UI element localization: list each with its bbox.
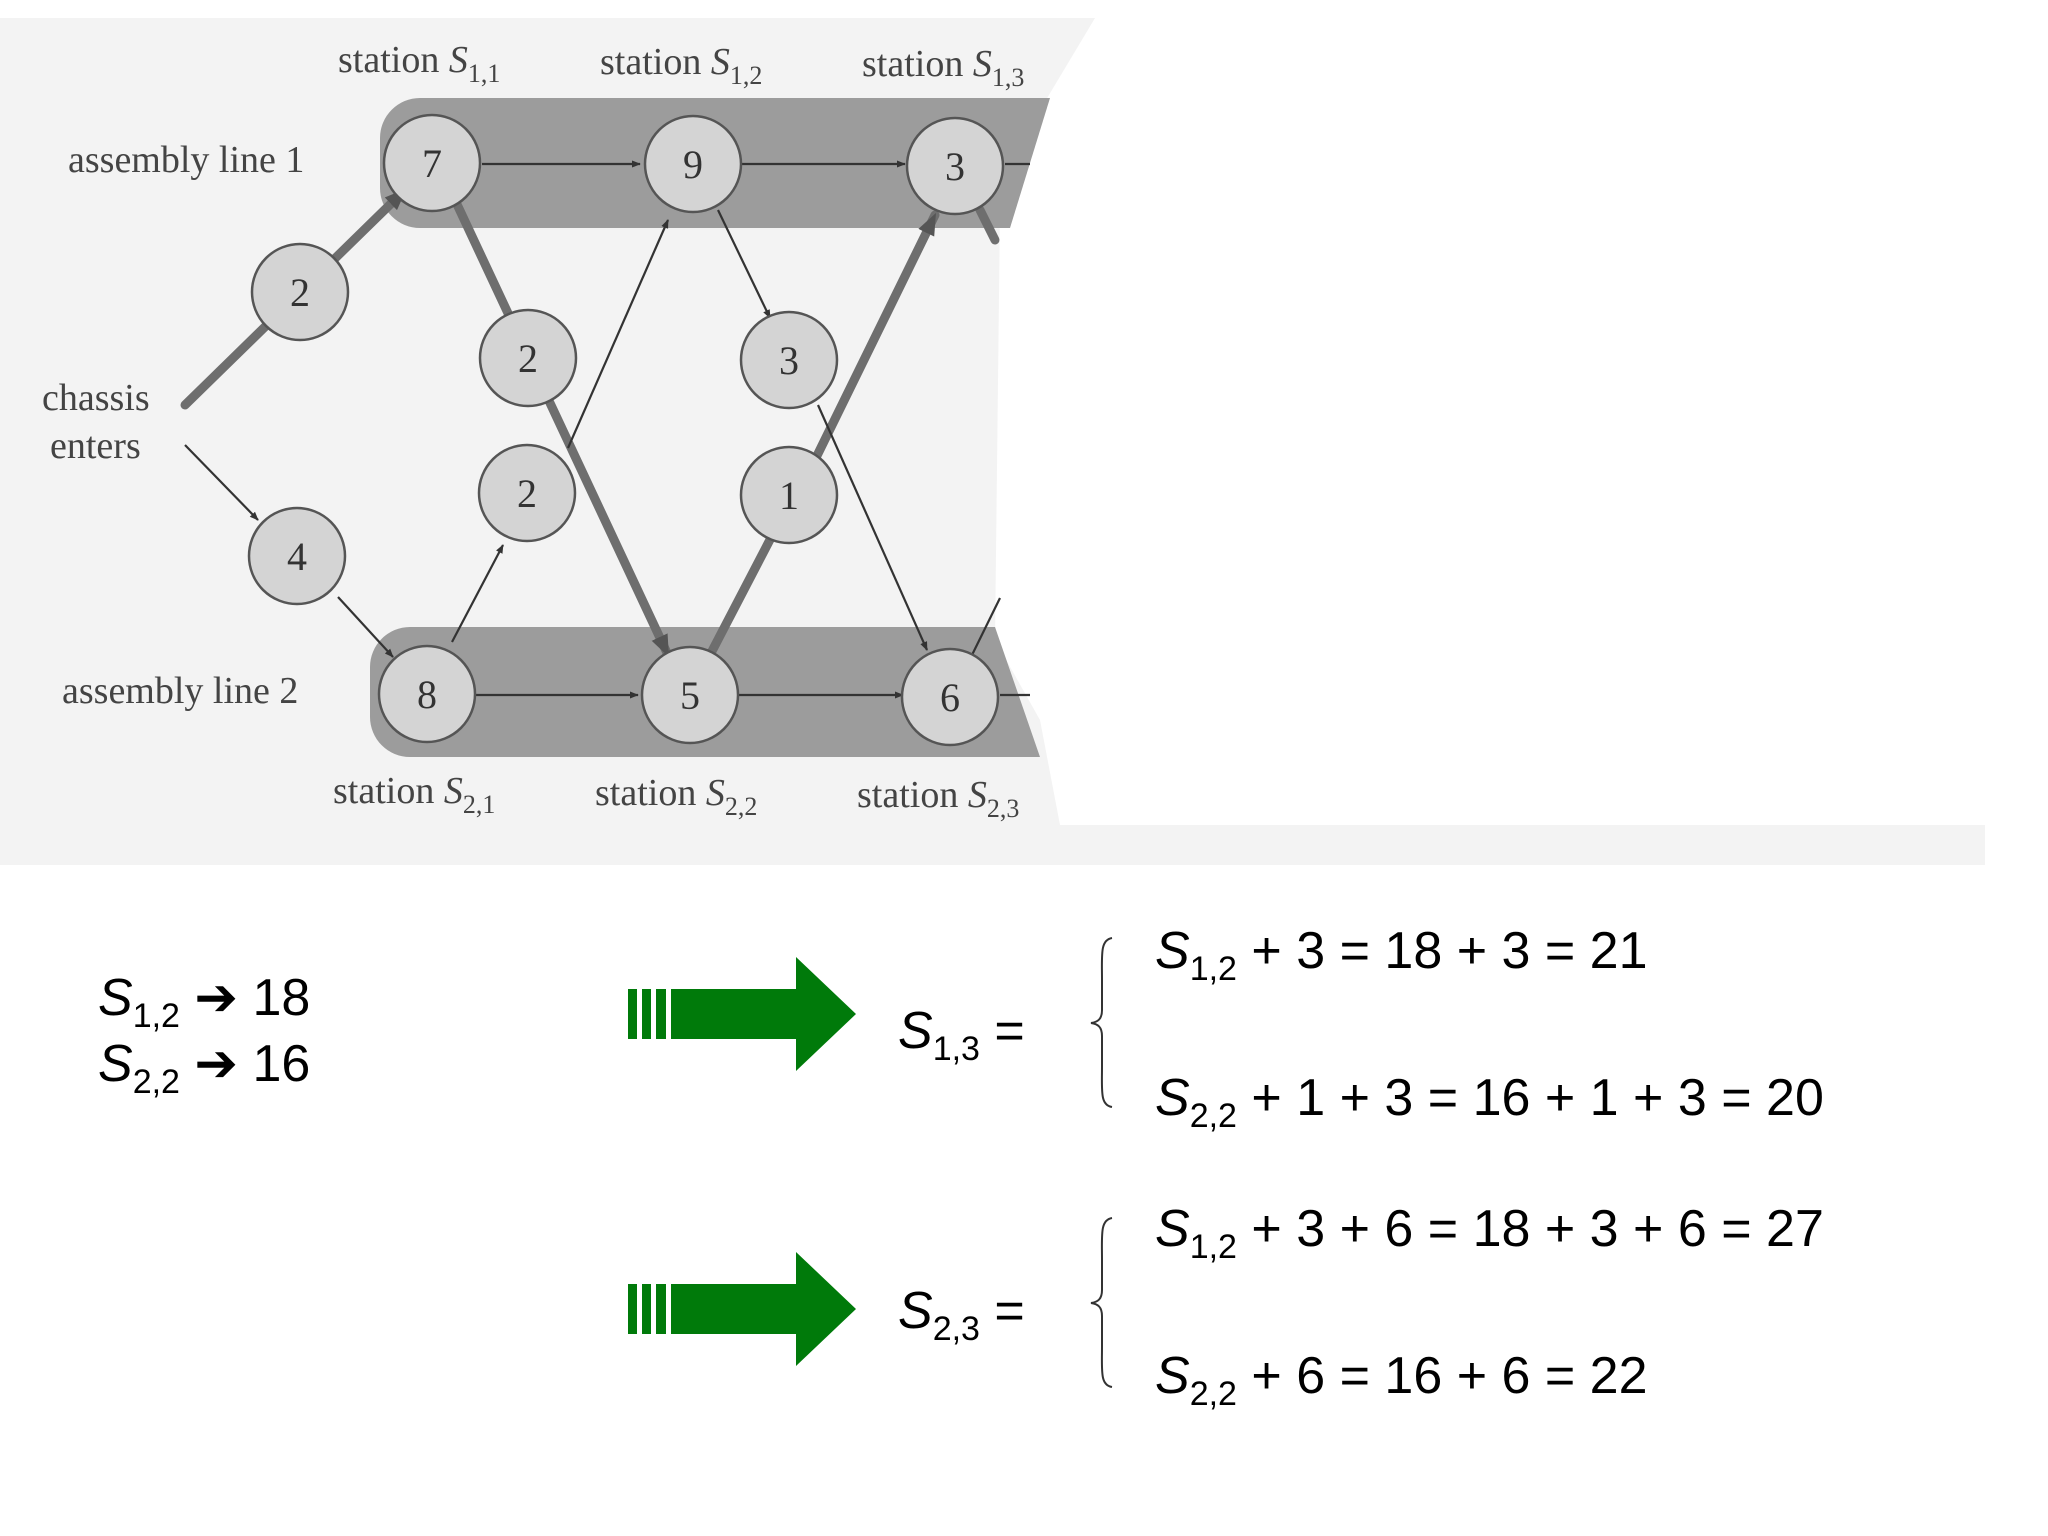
station-label-s13: station S1,3	[862, 43, 1024, 92]
entry-time-line2: 4	[287, 534, 307, 579]
assembly-line-1-label: assembly line 1	[68, 139, 304, 181]
assembly-line-diagram: 7 9 3 8 5 6 2 4 2 2 3 1 assembly line 1 …	[0, 18, 1985, 865]
right-arrow-icon: ➔	[194, 1035, 238, 1093]
transfer-time-1-to-2-b: 3	[779, 338, 799, 383]
eq2-lhs: S2,3 =	[898, 1282, 1025, 1348]
line1-station2-time: 9	[683, 142, 703, 187]
assembly-line-2-label: assembly line 2	[62, 670, 298, 712]
left-brace-icon	[1090, 1217, 1113, 1388]
station-label-s23: station S2,3	[857, 774, 1019, 823]
station-label-s21: station S2,1	[333, 770, 495, 819]
known-s12: S1,2 ➔ 18	[98, 969, 311, 1035]
transfer-time-2-to-1-a: 2	[517, 471, 537, 516]
known-s22: S2,2 ➔ 16	[98, 1035, 311, 1101]
left-brace-icon	[1090, 937, 1113, 1108]
line1-station1-time: 7	[422, 141, 442, 186]
right-arrow-icon: ➔	[194, 969, 238, 1027]
transfer-time-1-to-2-a: 2	[518, 336, 538, 381]
line2-station1-time: 8	[417, 672, 437, 717]
station-label-s12: station S1,2	[600, 41, 762, 90]
station-label-s22: station S2,2	[595, 772, 757, 821]
line1-station3-time: 3	[945, 144, 965, 189]
eq1-case-b: S2,2 + 1 + 3 = 16 + 1 + 3 = 20	[1155, 1069, 1824, 1135]
green-arrow-icon	[628, 957, 856, 1071]
eq1-case-a: S1,2 + 3 = 18 + 3 = 21	[1155, 922, 1648, 988]
chassis-enters-label-2: enters	[50, 425, 141, 467]
eq2-case-a: S1,2 + 3 + 6 = 18 + 3 + 6 = 27	[1155, 1200, 1824, 1266]
green-arrow-icon	[628, 1252, 856, 1366]
station-label-s11: station S1,1	[338, 39, 500, 88]
chassis-enters-label-1: chassis	[42, 377, 150, 419]
line2-station2-time: 5	[680, 673, 700, 718]
transfer-time-2-to-1-b: 1	[779, 473, 799, 518]
line2-station3-time: 6	[940, 675, 960, 720]
eq2-case-b: S2,2 + 6 = 16 + 6 = 22	[1155, 1347, 1648, 1413]
station-nodes	[247, 113, 1005, 747]
eq1-lhs: S1,3 =	[898, 1002, 1025, 1068]
transfer-arrows	[184, 160, 1030, 699]
entry-time-line1: 2	[290, 270, 310, 315]
